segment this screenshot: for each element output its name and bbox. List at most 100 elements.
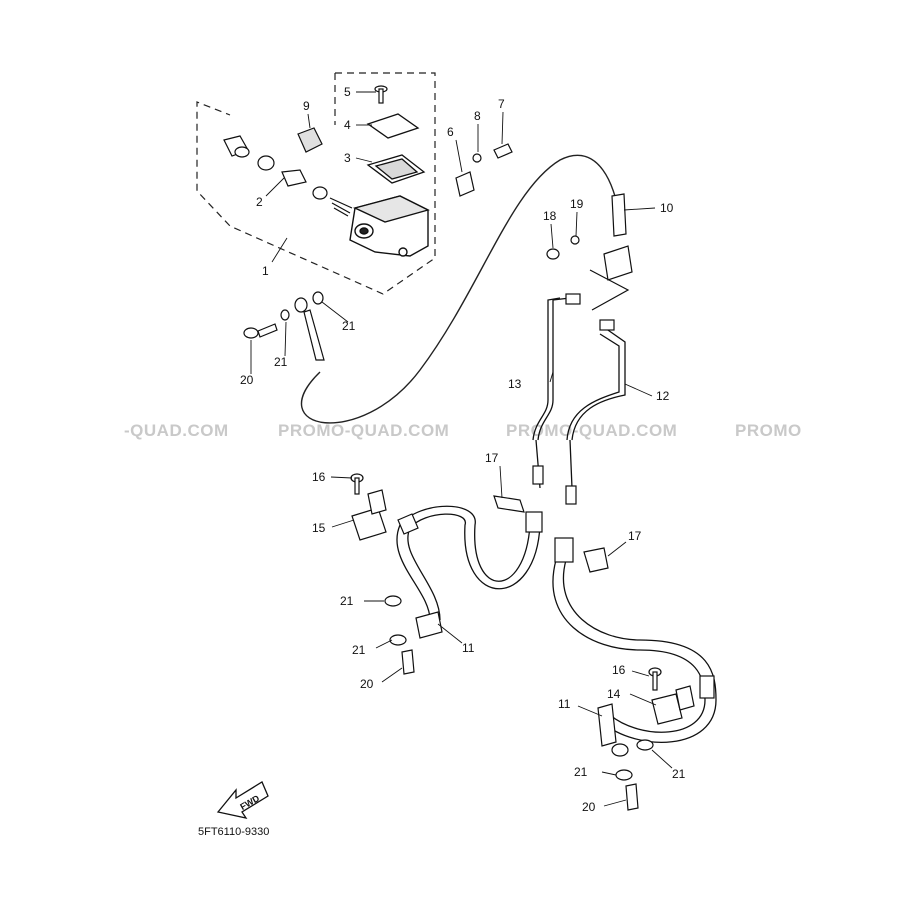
piston-seal-1 — [234, 146, 250, 158]
master-cylinder-group-outline — [196, 72, 436, 295]
left-hose-fittings — [397, 511, 543, 639]
reservoir-cap — [366, 113, 420, 139]
callout-6: 6 — [447, 125, 454, 139]
leader-19 — [575, 211, 578, 237]
leader-11-left — [437, 623, 463, 644]
leader-7 — [501, 111, 504, 145]
callout-19: 19 — [570, 197, 584, 211]
callout-9: 9 — [303, 99, 310, 113]
part-code: 5FT6110-9330 — [198, 826, 269, 838]
leader-21-right-a — [651, 749, 673, 769]
copper-washer-upper-a — [280, 309, 290, 321]
washer-21-left-a — [384, 595, 402, 607]
callout-8: 8 — [474, 109, 481, 123]
leader-18 — [550, 223, 554, 249]
left-hose-outer — [396, 505, 531, 621]
callout-21-left-a: 21 — [340, 594, 354, 608]
left-caliper-bracket-parts — [350, 473, 387, 541]
callout-1: 1 — [262, 264, 269, 278]
hose-joint-parts — [546, 193, 633, 311]
pipe-fitting-top-13 — [565, 293, 581, 305]
callout-21-left-b: 21 — [352, 643, 366, 657]
leader-21-left-b — [375, 639, 393, 649]
right-hose-inner — [562, 559, 717, 743]
piston-cup — [257, 155, 275, 171]
leader-12 — [624, 383, 653, 397]
callout-21-upper-a: 21 — [274, 355, 288, 369]
handlebar-holder — [455, 171, 475, 197]
pipe-clamp-left — [493, 495, 525, 513]
callout-5: 5 — [344, 85, 351, 99]
upper-brake-hose-loop — [300, 154, 619, 424]
callout-4: 4 — [344, 118, 351, 132]
banjo-bolt-20-left — [401, 649, 415, 675]
callout-11-right: 11 — [558, 697, 571, 711]
leader-2 — [265, 177, 285, 197]
callout-17-left: 17 — [485, 451, 499, 465]
watermark-band: -QUAD.COM PROMO-QUAD.COM PROMO-QUAD.COM … — [124, 421, 802, 440]
callout-21-right-b: 21 — [574, 765, 588, 779]
pipe-fitting-bottom-12 — [565, 485, 577, 505]
right-hose-top-fitting — [554, 537, 574, 563]
diaphragm-part — [366, 154, 426, 184]
leader-20-right — [603, 799, 627, 807]
leader-1 — [271, 237, 288, 263]
leader-17-left — [499, 465, 503, 499]
callout-20-left: 20 — [360, 677, 374, 691]
pipe-fittings — [532, 293, 615, 505]
callout-7: 7 — [498, 97, 505, 111]
callout-21-right-a: 21 — [672, 767, 686, 781]
leader-15 — [331, 519, 355, 528]
brake-pipe-12-inner — [566, 333, 620, 441]
right-brake-hose — [552, 559, 717, 743]
watermark-1: -QUAD.COM — [124, 421, 229, 440]
fwd-arrow-shape — [216, 781, 269, 819]
pipe-fitting-bottom-13 — [532, 465, 544, 485]
copper-washer-upper-b — [312, 291, 324, 305]
callout-17-right: 17 — [628, 529, 642, 543]
callout-numbers: 5 4 3 9 2 1 6 8 7 10 18 19 13 12 17 17 1… — [240, 85, 686, 814]
leader-3 — [355, 157, 373, 163]
cap-screw-part — [374, 85, 388, 104]
right-hose-outer — [552, 559, 706, 733]
bolt-16-lower-shank — [652, 671, 658, 691]
right-caliper-bracket-parts — [648, 667, 695, 725]
joint-link-lines — [589, 269, 630, 311]
bolt-16-upper-shank — [354, 477, 360, 495]
callout-3: 3 — [344, 151, 351, 165]
leader-9 — [307, 113, 311, 129]
leader-17-right — [607, 541, 627, 557]
leader-21-right-b — [601, 771, 617, 776]
right-lower-banjo-parts — [611, 739, 654, 811]
watermark-4: PROMO — [735, 421, 802, 440]
callout-12: 12 — [656, 389, 670, 403]
callout-18: 18 — [543, 209, 557, 223]
washer-21-right-b — [615, 769, 633, 781]
cylinder-bore-inner — [359, 227, 369, 235]
callout-14: 14 — [607, 687, 621, 701]
leader-6 — [455, 139, 463, 173]
leader-lines — [250, 91, 673, 807]
cap-screw-shank — [378, 88, 384, 104]
caliper-bracket-14 — [651, 693, 683, 725]
callout-15: 15 — [312, 521, 326, 535]
pipe-fitting-top-12 — [599, 319, 615, 331]
pipe-clamps — [493, 495, 609, 573]
callout-13: 13 — [508, 377, 522, 391]
pipe-clamp-right — [583, 547, 609, 573]
leader-11-right — [577, 705, 603, 717]
piston-seal-2 — [312, 186, 328, 200]
caliper-bracket-15 — [351, 507, 387, 541]
callout-20-right: 20 — [582, 800, 596, 814]
joint-washer — [570, 235, 580, 245]
piston-spring — [329, 197, 353, 217]
leader-13 — [549, 371, 554, 383]
washer-21-right-a — [636, 739, 654, 751]
washer-21-left-b — [389, 634, 407, 646]
diaphragm-inner — [374, 158, 419, 180]
left-lower-banjo-parts — [384, 595, 415, 675]
hose-end-upper — [303, 309, 325, 361]
watermark-3: PROMO-QUAD.COM — [506, 421, 677, 440]
holder-bolt — [493, 143, 513, 159]
